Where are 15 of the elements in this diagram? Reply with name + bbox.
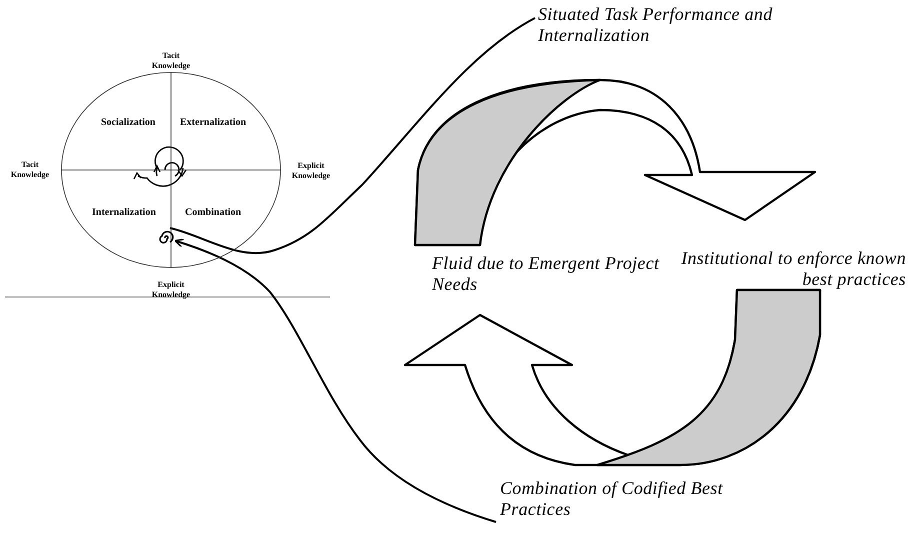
quadrant-ellipse	[61, 72, 281, 268]
cycle-phase-label: Combination of Codified Best Practices	[500, 478, 724, 520]
axis-label: Explicit Knowledge	[150, 280, 192, 300]
cycle-phase-label: Institutional to enforce known best practices	[680, 248, 906, 290]
quadrant-label: Internalization	[92, 207, 156, 218]
axis-label: Explicit Knowledge	[290, 161, 332, 181]
quadrant-label: Combination	[185, 207, 242, 218]
leader-line	[174, 238, 496, 523]
axis-label: Tacit Knowledge	[10, 160, 50, 180]
leader-line	[170, 17, 536, 254]
axis-label: Tacit Knowledge	[150, 51, 192, 71]
quadrant-label: Externalization	[180, 117, 246, 128]
quadrant-label: Socialization	[101, 117, 156, 128]
cycle-phase-label: Situated Task Performance and Internalization	[538, 4, 774, 46]
cycle-phase-label: Fluid due to Emergent Project Needs	[432, 253, 660, 295]
